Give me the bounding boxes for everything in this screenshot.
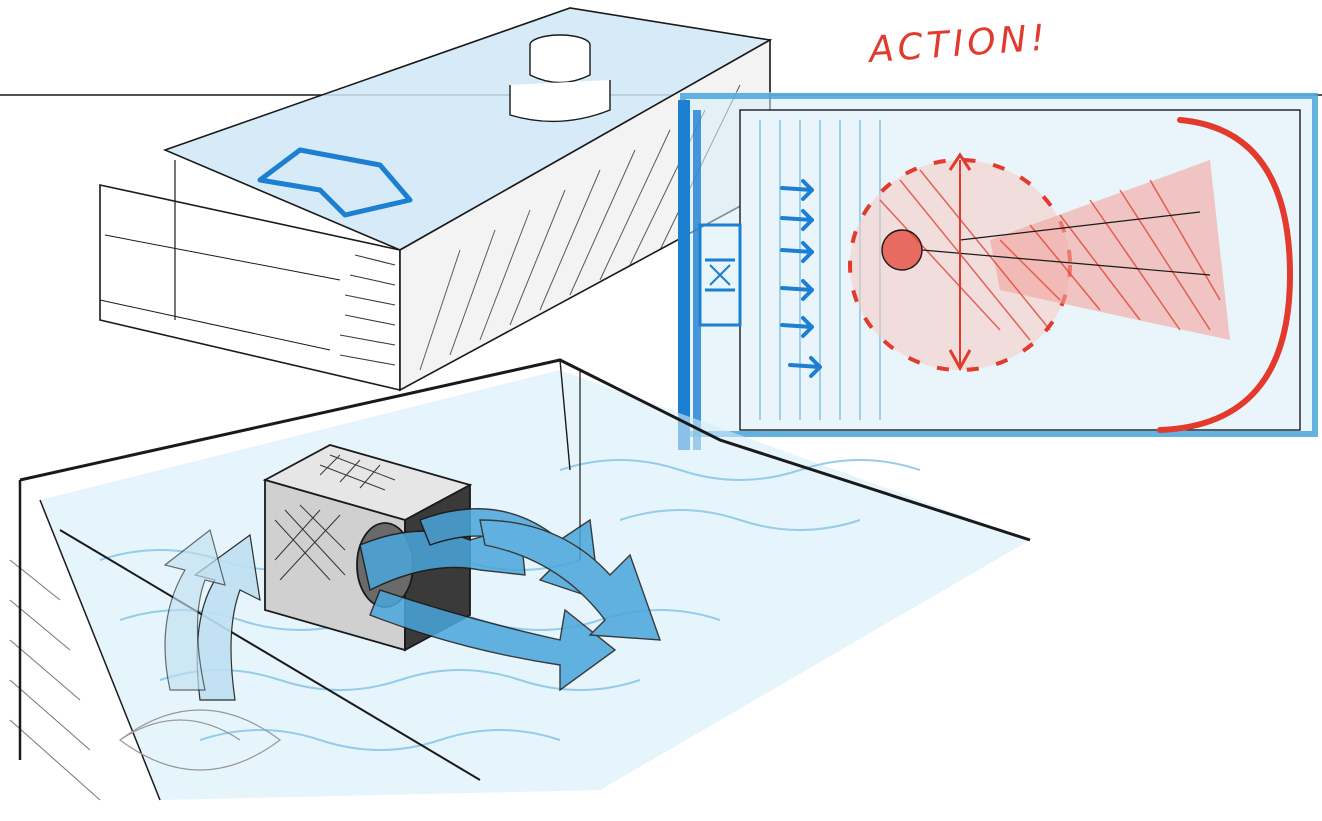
ceiling-unit-box: [100, 8, 770, 390]
airflow-panel: [678, 92, 1315, 450]
action-caption: ACTION!: [866, 18, 1050, 72]
